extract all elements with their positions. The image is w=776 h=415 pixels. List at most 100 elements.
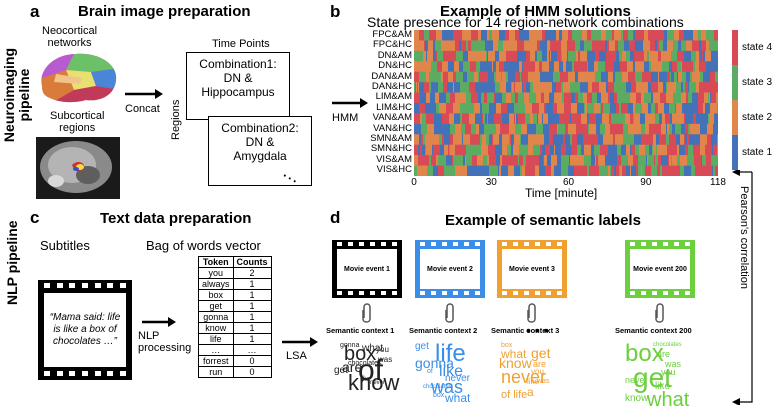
state-segment bbox=[463, 50, 469, 62]
state-segment bbox=[666, 123, 668, 135]
state-segment bbox=[658, 50, 662, 62]
combination1-box: Combination1: DN & Hippocampus bbox=[186, 52, 290, 120]
state-segment bbox=[429, 30, 432, 41]
state-segment bbox=[431, 30, 437, 41]
paperclip-icon bbox=[445, 303, 454, 323]
state-segment bbox=[601, 40, 606, 52]
state-segment bbox=[685, 134, 688, 146]
state-segment bbox=[570, 134, 573, 146]
state-segment bbox=[648, 82, 652, 93]
state-segment bbox=[414, 123, 422, 135]
table-cell: forrest bbox=[198, 355, 234, 367]
state-segment bbox=[536, 123, 544, 135]
state-segment bbox=[426, 92, 431, 104]
state-segment bbox=[713, 144, 718, 156]
state-segment bbox=[677, 61, 682, 73]
state-segment bbox=[682, 71, 687, 83]
state-segment bbox=[713, 82, 718, 93]
state-segment bbox=[660, 155, 662, 166]
state-segment bbox=[662, 61, 670, 73]
state-segment bbox=[710, 103, 718, 114]
state-segment bbox=[700, 144, 706, 156]
state-segment bbox=[550, 144, 555, 156]
state-segment bbox=[581, 50, 585, 62]
state-segment bbox=[568, 30, 573, 41]
state-segment bbox=[580, 155, 585, 166]
state-segment bbox=[649, 144, 653, 156]
state-segment bbox=[632, 123, 637, 135]
state-segment bbox=[679, 30, 685, 41]
state-segment bbox=[511, 134, 515, 146]
state-segment bbox=[562, 92, 564, 104]
state-segment bbox=[593, 30, 601, 41]
state-segment bbox=[581, 144, 585, 156]
state-segment bbox=[436, 103, 440, 114]
state-segment bbox=[676, 103, 683, 114]
state-segment bbox=[528, 103, 533, 114]
state-segment bbox=[514, 61, 520, 73]
state-segment bbox=[691, 165, 696, 176]
state-segment bbox=[448, 30, 454, 41]
state-segment bbox=[587, 92, 593, 104]
state-segment bbox=[626, 82, 632, 93]
state-segment bbox=[420, 144, 423, 156]
state-segment bbox=[467, 103, 475, 114]
state-segment bbox=[660, 103, 665, 114]
state-segment bbox=[484, 123, 486, 135]
state-segment bbox=[526, 50, 528, 62]
state-segment bbox=[587, 50, 589, 62]
state-segment bbox=[486, 50, 488, 62]
state-segment bbox=[423, 134, 426, 146]
state-segment bbox=[584, 71, 591, 83]
state-segment bbox=[560, 134, 563, 146]
state-segment bbox=[594, 144, 597, 156]
state-segment bbox=[644, 61, 650, 73]
state-segment bbox=[455, 40, 457, 52]
state-segment bbox=[601, 92, 609, 104]
state-segment bbox=[491, 123, 497, 135]
state-segment bbox=[692, 40, 694, 52]
state-segment bbox=[434, 103, 437, 114]
state-segment bbox=[480, 134, 483, 146]
hmm-label: HMM bbox=[332, 112, 359, 124]
panel-d-title: Example of semantic labels bbox=[445, 212, 641, 229]
nlp-pipeline-label: NLP pipeline bbox=[4, 220, 20, 305]
state-segment bbox=[422, 155, 430, 166]
state-segment bbox=[611, 113, 619, 125]
state-segment bbox=[523, 61, 527, 73]
subtitles-label: Subtitles bbox=[40, 238, 90, 253]
state-segment bbox=[658, 155, 661, 166]
state-segment bbox=[502, 71, 507, 83]
state-segment bbox=[680, 134, 685, 146]
state-segment bbox=[605, 123, 611, 135]
state-segment bbox=[716, 92, 718, 104]
state-segment bbox=[506, 82, 512, 93]
state-segment bbox=[703, 92, 705, 104]
state-segment bbox=[483, 82, 485, 93]
state-segment bbox=[455, 30, 463, 41]
state-segment bbox=[587, 113, 590, 125]
state-segment bbox=[699, 82, 707, 93]
state-segment bbox=[647, 30, 649, 41]
state-segment bbox=[424, 40, 426, 52]
state-segment bbox=[608, 82, 615, 93]
state-segment bbox=[530, 113, 534, 125]
state-segment bbox=[577, 30, 579, 41]
state-segment bbox=[703, 103, 706, 114]
state-segment bbox=[545, 144, 551, 156]
panel-letter-b: b bbox=[330, 2, 341, 21]
state-segment bbox=[631, 165, 637, 176]
state-segment bbox=[465, 155, 467, 166]
state-segment bbox=[469, 30, 472, 41]
state-segment bbox=[660, 61, 663, 73]
state-segment bbox=[418, 82, 420, 93]
state-segment bbox=[459, 155, 464, 166]
state-segment bbox=[535, 92, 537, 104]
chart-subtitle: State presence for 14 region-network com… bbox=[367, 14, 684, 30]
state-segment bbox=[429, 82, 432, 93]
state-segment bbox=[620, 103, 622, 114]
legend-swatch bbox=[732, 135, 738, 170]
table-cell: 1 bbox=[232, 300, 272, 312]
